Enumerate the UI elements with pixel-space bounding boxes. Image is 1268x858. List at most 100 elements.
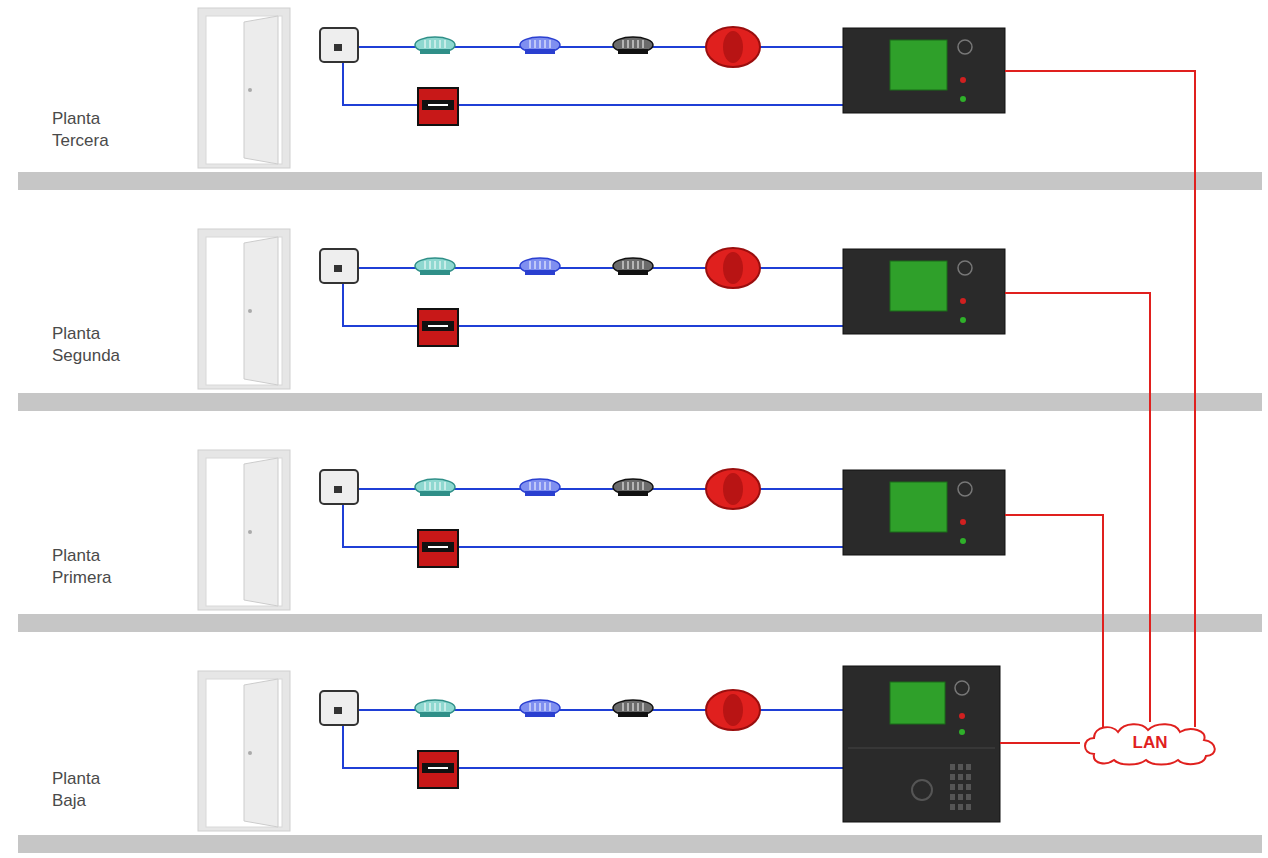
detector-slot [435,261,436,269]
door-handle [248,309,252,313]
panel-led [960,519,966,525]
call-point-mark [428,546,448,548]
door-frame [198,450,290,610]
detector-slot [530,482,531,490]
detector-base [420,270,450,275]
lan-link [1005,71,1195,727]
panel-knob [958,261,972,275]
detector-slot [623,40,624,48]
detector-slot [628,703,629,711]
detector-slot [430,40,431,48]
floor-label: Planta Segunda [52,323,132,367]
detector-base [525,491,555,496]
detector [613,258,653,274]
detector-slot [550,261,551,269]
call-point-window [422,763,454,773]
lan-link [1005,515,1103,727]
panel-led [960,538,966,544]
detector-slot [445,261,446,269]
detector-slot [628,482,629,490]
detector [613,479,653,495]
door-handle [248,530,252,534]
call-point-window [422,321,454,331]
detector-slot [638,482,639,490]
detector [415,37,455,53]
detector-slot [435,40,436,48]
door-handle [248,751,252,755]
detector-slot [545,40,546,48]
panel-led [960,317,966,323]
fire-panel [843,470,1005,555]
io-module-led [334,265,342,272]
floor-slab [18,614,1262,632]
detector-slot [638,703,639,711]
detector-base [618,491,648,496]
io-module-led [334,486,342,493]
siren [706,248,760,288]
detector-slot [633,482,634,490]
call-point-mark [428,767,448,769]
detector [520,37,560,53]
floor-label: Planta Baja [52,768,132,812]
panel-key [966,764,971,770]
detector-slot [440,703,441,711]
detector-base [525,49,555,54]
detector-slot [425,482,426,490]
detector [415,258,455,274]
detector-slot [430,261,431,269]
detector-slot [643,40,644,48]
panel-screen [890,482,947,532]
io-module-led [334,707,342,714]
panel-led [960,77,966,83]
detector-slot [628,261,629,269]
floor-slab [18,835,1262,853]
main-fire-panel [843,666,1000,822]
detector-slot [638,40,639,48]
detector-slot [638,261,639,269]
panel-led [959,713,965,719]
panel-key [958,764,963,770]
manual-call-point [418,88,458,125]
panel-key [966,804,971,810]
door-handle [248,88,252,92]
detector-slot [623,482,624,490]
manual-call-point [418,530,458,567]
detector-base [525,712,555,717]
panel-key [950,764,955,770]
panel-screen [890,682,945,724]
detector-slot [425,261,426,269]
panel-led [959,729,965,735]
door-frame [198,229,290,389]
siren-horn [723,252,743,284]
detector-slot [540,703,541,711]
detector-slot [535,261,536,269]
detector-slot [535,40,536,48]
detector-slot [535,703,536,711]
door-opening [206,237,282,385]
detector [613,700,653,716]
lan-link [1000,742,1080,744]
detector-slot [435,482,436,490]
detector [520,258,560,274]
siren-horn [723,473,743,505]
detector [613,37,653,53]
door-opening [206,16,282,164]
siren [706,27,760,67]
detector-slot [550,482,551,490]
detector-slot [628,40,629,48]
detector-slot [550,40,551,48]
detector-slot [445,482,446,490]
detector-base [420,491,450,496]
detector-slot [535,482,536,490]
detector [520,479,560,495]
detector-slot [530,703,531,711]
detector-slot [643,482,644,490]
floor-label: Planta Tercera [52,108,132,152]
io-module [320,470,358,504]
floor-slab [18,393,1262,411]
panel-key [958,804,963,810]
detector-slot [545,703,546,711]
detector-slot [445,40,446,48]
panel-knob [955,681,969,695]
panel-key [966,794,971,800]
